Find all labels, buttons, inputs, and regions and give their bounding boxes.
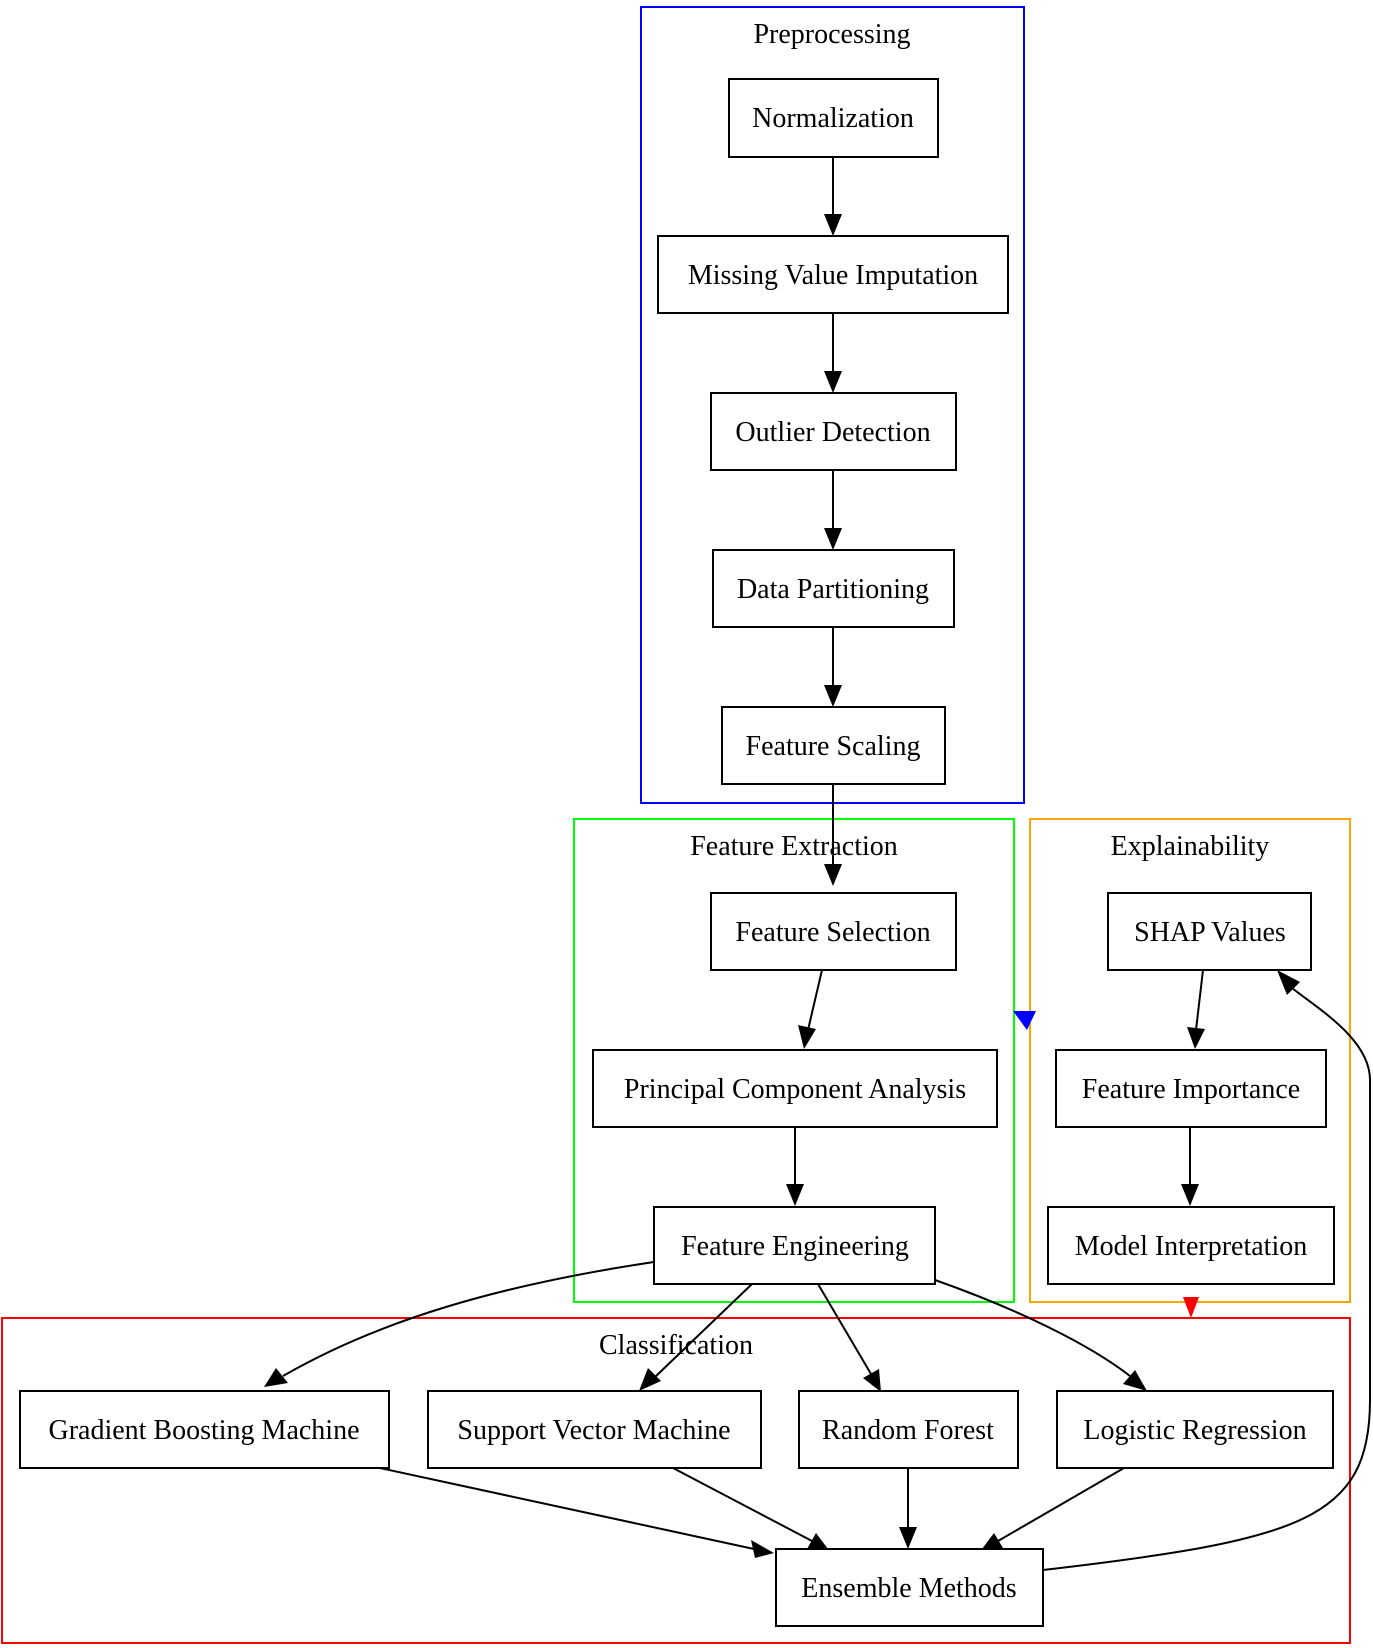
edge-gbm-to-ensemble <box>379 1467 755 1550</box>
arrowhead <box>863 1369 881 1392</box>
node-feature-importance: Feature Importance <box>1055 1049 1327 1128</box>
arrowhead <box>899 1527 917 1549</box>
node-principal-component-analysis-label: Principal Component Analysis <box>624 1074 966 1105</box>
node-gradient-boosting-machine-label: Gradient Boosting Machine <box>48 1415 359 1446</box>
node-feature-scaling-label: Feature Scaling <box>746 731 921 762</box>
arrowhead <box>824 685 842 707</box>
node-normalization: Normalization <box>728 78 939 158</box>
node-missing-value-imputation-label: Missing Value Imputation <box>688 260 978 291</box>
edge-lr-to-ensemble <box>997 1467 1125 1542</box>
cluster-feature-extraction: Feature Extraction <box>573 818 1015 1303</box>
edge-selection-to-pca <box>807 969 823 1031</box>
arrowhead <box>1123 1370 1147 1391</box>
edges <box>264 157 1371 1571</box>
arrowhead <box>751 1540 774 1558</box>
arrowhead <box>786 1184 804 1206</box>
node-feature-engineering: Feature Engineering <box>653 1206 936 1285</box>
arrowhead <box>1181 1184 1199 1206</box>
node-model-interpretation-label: Model Interpretation <box>1075 1231 1307 1262</box>
node-feature-importance-label: Feature Importance <box>1082 1074 1300 1105</box>
arrowhead <box>824 528 842 550</box>
node-support-vector-machine-label: Support Vector Machine <box>457 1415 730 1446</box>
edge-engineering-to-rf <box>817 1283 872 1375</box>
cluster-classification: Classification <box>1 1317 1351 1644</box>
node-data-partitioning: Data Partitioning <box>712 549 955 628</box>
node-ensemble-methods-label: Ensemble Methods <box>801 1573 1016 1604</box>
node-ensemble-methods: Ensemble Methods <box>775 1548 1044 1627</box>
node-outlier-detection: Outlier Detection <box>710 392 957 471</box>
arrowhead <box>824 864 842 886</box>
node-logistic-regression-label: Logistic Regression <box>1083 1415 1306 1446</box>
edge-engineering-to-svm <box>654 1283 753 1378</box>
edge-svm-to-ensemble <box>672 1467 813 1542</box>
node-feature-selection: Feature Selection <box>710 892 957 971</box>
node-principal-component-analysis: Principal Component Analysis <box>592 1049 998 1128</box>
edge-engineering-to-lr <box>934 1279 1131 1377</box>
arrowhead <box>264 1368 288 1387</box>
cluster-preprocessing-label: Preprocessing <box>753 19 910 50</box>
node-random-forest-label: Random Forest <box>822 1415 994 1446</box>
arrowhead <box>824 371 842 393</box>
node-normalization-label: Normalization <box>752 103 914 134</box>
node-missing-value-imputation: Missing Value Imputation <box>657 235 1009 314</box>
arrowhead <box>639 1368 661 1391</box>
edge-shap-to-importance <box>1195 969 1204 1031</box>
blue-cluster-arrowhead <box>1013 1011 1036 1030</box>
node-outlier-detection-label: Outlier Detection <box>735 417 930 448</box>
node-support-vector-machine: Support Vector Machine <box>427 1390 762 1469</box>
cluster-feature-extraction-label: Feature Extraction <box>690 831 898 862</box>
node-feature-engineering-label: Feature Engineering <box>681 1231 909 1262</box>
node-model-interpretation: Model Interpretation <box>1047 1206 1335 1285</box>
arrowhead <box>824 214 842 236</box>
node-feature-selection-label: Feature Selection <box>735 917 930 948</box>
node-logistic-regression: Logistic Regression <box>1056 1390 1334 1469</box>
edge-ensemble-to-shap <box>1042 987 1371 1571</box>
red-cluster-arrowhead <box>1183 1297 1199 1318</box>
edge-engineering-to-gbm <box>282 1261 655 1377</box>
node-gradient-boosting-machine: Gradient Boosting Machine <box>19 1390 390 1469</box>
node-feature-scaling: Feature Scaling <box>721 706 946 785</box>
arrowhead <box>1187 1027 1205 1049</box>
node-data-partitioning-label: Data Partitioning <box>737 574 929 605</box>
cluster-explainability-label: Explainability <box>1111 831 1270 862</box>
node-shap-values-label: SHAP Values <box>1134 917 1286 948</box>
arrowhead <box>798 1025 816 1049</box>
node-random-forest: Random Forest <box>798 1390 1019 1469</box>
node-shap-values: SHAP Values <box>1107 892 1312 971</box>
arrowhead <box>1277 970 1300 995</box>
